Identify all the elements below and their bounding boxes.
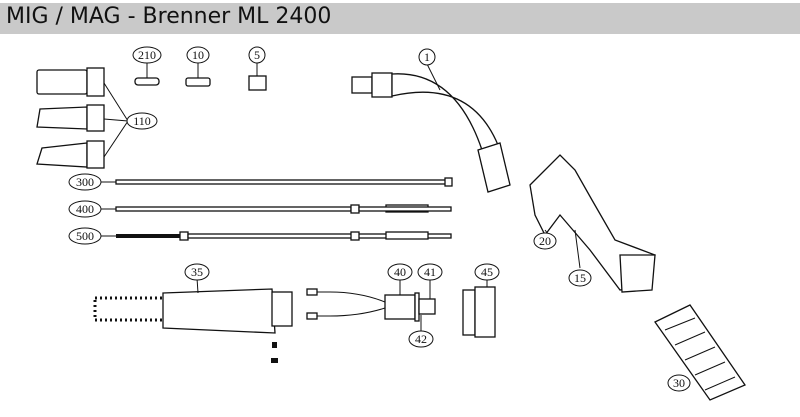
callout-42: 42 [408,330,434,348]
svg-text:40: 40 [394,265,406,279]
page-title: MIG / MAG - Brenner ML 2400 [6,4,332,29]
svg-text:15: 15 [574,271,586,285]
callout-1: 1 [418,48,436,66]
callout-41: 41 [417,263,443,281]
callout-210: 210 [132,46,162,64]
svg-text:110: 110 [133,114,151,128]
torch-handle-part [529,154,656,293]
switch-part [306,279,436,332]
svg-text:30: 30 [673,376,685,390]
callout-30: 30 [667,374,691,392]
callout-20: 20 [533,232,557,250]
svg-text:10: 10 [192,48,204,62]
svg-text:20: 20 [539,234,551,248]
svg-text:41: 41 [424,265,436,279]
svg-text:35: 35 [191,265,203,279]
gas-nozzle-part [36,67,129,169]
callout-110: 110 [126,112,158,130]
callout-35: 35 [184,263,210,281]
callout-15: 15 [568,269,592,287]
callout-300: 300 [68,173,102,191]
callout-500: 500 [68,227,102,245]
callout-45: 45 [474,263,500,281]
svg-text:42: 42 [415,332,427,346]
svg-text:45: 45 [481,265,493,279]
kink-protection-part [654,304,746,401]
callout-10: 10 [186,46,210,64]
title-bar: MIG / MAG - Brenner ML 2400 [0,3,800,34]
svg-text:300: 300 [76,175,94,189]
handle-connector-part [93,277,293,363]
callout-400: 400 [68,200,102,218]
callout-5: 5 [248,46,266,64]
svg-text:400: 400 [76,202,94,216]
swan-neck-part [351,63,511,193]
svg-text:210: 210 [138,48,156,62]
svg-text:5: 5 [254,48,260,62]
svg-text:500: 500 [76,229,94,243]
ring-nut-part [462,279,496,338]
svg-text:1: 1 [424,50,430,64]
callout-40: 40 [387,263,413,281]
liner-cables [101,177,453,241]
contact-tip-parts [134,62,267,91]
